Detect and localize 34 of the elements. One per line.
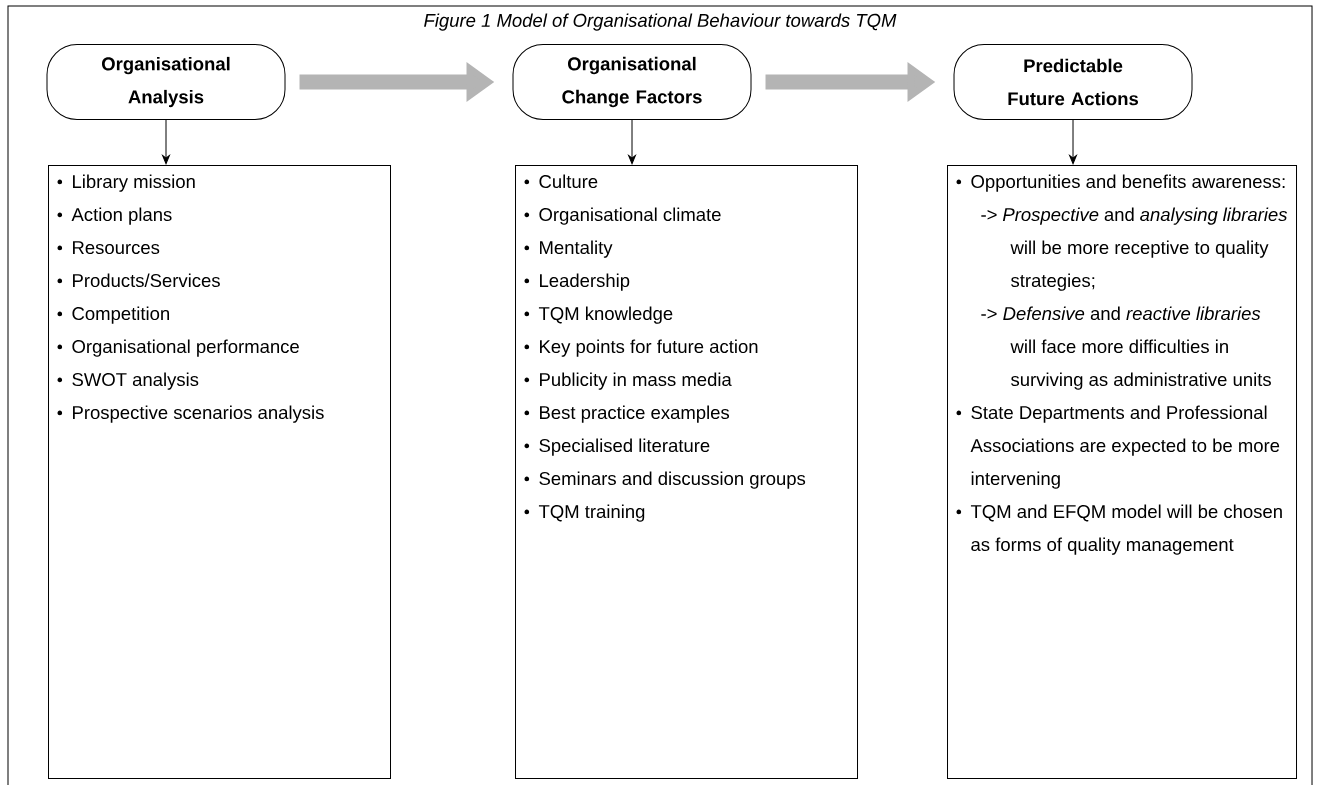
bullet-item: Library mission — [57, 174, 195, 192]
bullet-item: Seminars and discussion groups — [524, 471, 806, 489]
list-box — [515, 165, 858, 779]
bullet-item: Mentality — [524, 240, 613, 258]
bullet-item: TQM training — [524, 504, 645, 522]
bullet-item: TQM and EFQM model will be chosen as forms of quality management — [956, 504, 1282, 555]
bullet-item: Specialised literature — [524, 438, 710, 456]
bullet-item: Action plans — [57, 207, 172, 225]
figure-title: Figure 1 Model of Organisational Behaviour towards TQM — [424, 13, 897, 31]
rounded-box: Organisational Analysis — [46, 44, 286, 120]
bullet-item: TQM knowledge — [524, 306, 673, 324]
bullet-item: Publicity in mass media — [524, 372, 732, 390]
bullet-item: Organisational performance — [57, 339, 299, 357]
list-box — [48, 165, 391, 779]
bullet-item: SWOT analysis — [57, 372, 199, 390]
bullet-item: Best practice examples — [524, 405, 730, 423]
bullet-item: Resources — [57, 241, 160, 255]
bullet-item: Competition — [57, 306, 169, 324]
bullet-item: Key points for future action — [524, 339, 758, 357]
bullet-item: Leadership — [524, 273, 630, 291]
arrow — [1069, 119, 1077, 165]
bullet-item: State Departments and Professional Associations are expected to be more intervening — [956, 405, 1280, 489]
list-box — [947, 165, 1297, 779]
bullet-item: Organisational climate — [524, 207, 721, 225]
arrow — [628, 119, 636, 165]
sub-item: -> Defensive and reactive libraries will face more difficulties in surviving as administrative units — [981, 306, 1271, 390]
rounded-box: Predictable Future Actions — [953, 44, 1193, 120]
bullet-item: Products/Services — [57, 273, 220, 288]
sub-item: -> Prospective and analysing libraries will be more receptive to quality strategies; — [981, 207, 1288, 291]
rounded-box: Organisational Change Factors — [512, 44, 752, 120]
bullet-item: Opportunities and benefits awareness: — [956, 174, 1285, 192]
bullet-item: Culture — [524, 174, 598, 189]
arrow — [162, 119, 170, 165]
bullet-item: Prospective scenarios analysis — [57, 405, 324, 423]
